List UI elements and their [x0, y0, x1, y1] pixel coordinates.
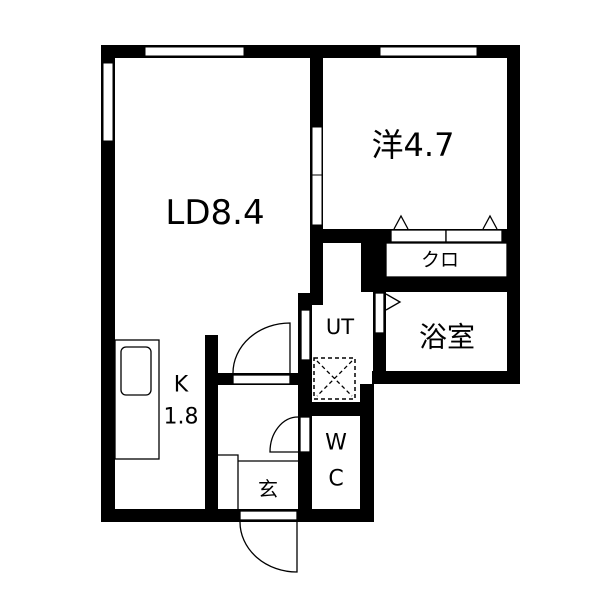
windows — [102, 46, 478, 226]
kitchen-counter — [114, 339, 160, 460]
washer-space — [313, 357, 356, 400]
kitchen-sink — [120, 346, 152, 396]
fixtures — [114, 242, 508, 509]
entrance-step — [218, 454, 298, 509]
room-label-kitchen-size: 1.8 — [164, 405, 199, 430]
room-label-bathroom: 浴室 — [419, 321, 475, 354]
room-label-closet: クロ — [421, 249, 459, 271]
doors — [232, 214, 503, 573]
room-label-entrance: 玄 — [258, 477, 278, 501]
room-label-toilet-c: C — [328, 467, 343, 492]
room-label-toilet-w: W — [325, 431, 347, 456]
room-label-kitchen: K — [174, 373, 189, 398]
room-label-western: 洋4.7 — [372, 126, 455, 164]
room-label-utility: UT — [326, 315, 354, 339]
room-label-ld: LD8.4 — [165, 193, 264, 233]
